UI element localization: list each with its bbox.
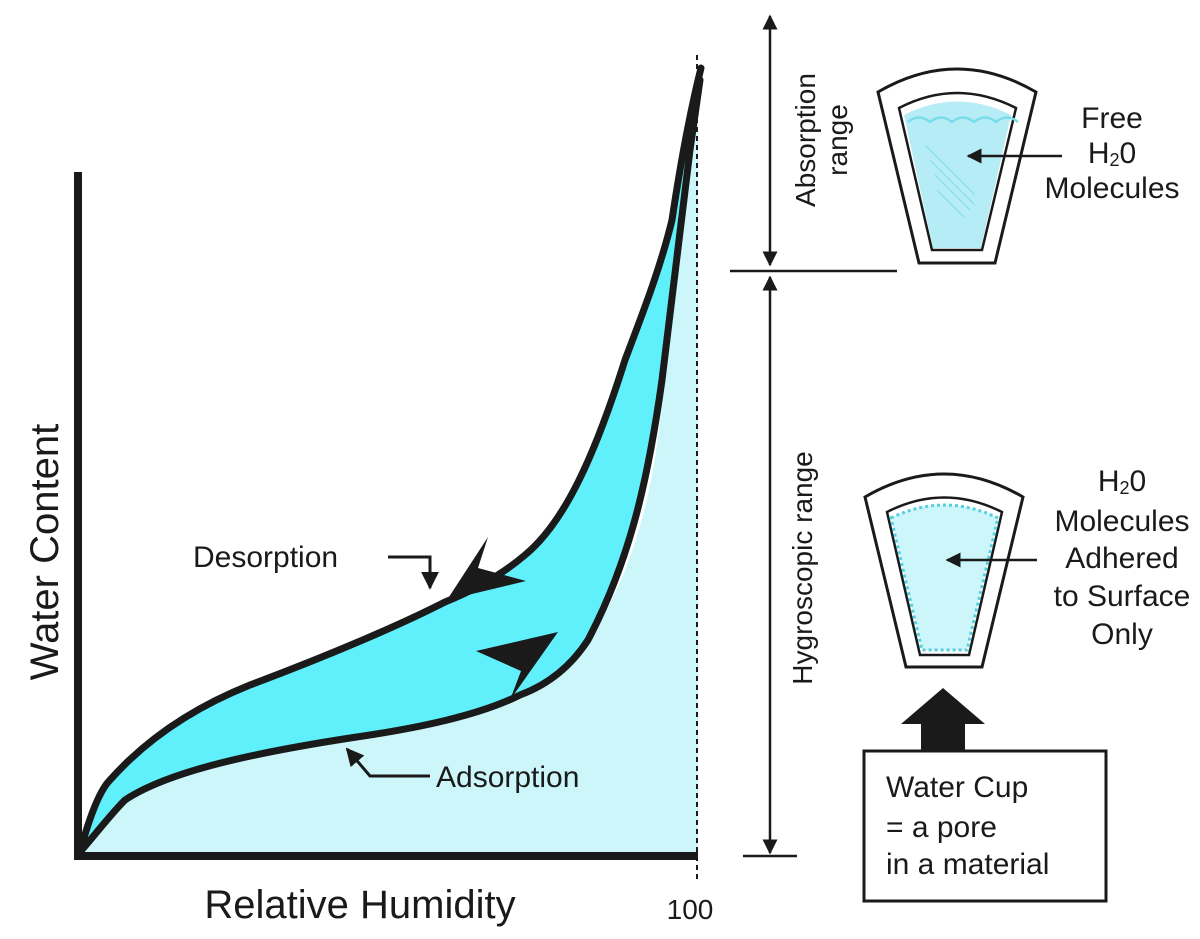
water-surface-waves — [907, 116, 1019, 124]
free-water-label-line1: Free — [1081, 102, 1143, 135]
hygroscopic-range-label: Hygroscopic range — [787, 451, 818, 684]
absorption-range-label-line2: range — [822, 104, 853, 176]
free-water-label-line3: Molecules — [1044, 172, 1179, 205]
adhered-water-label-line4: to Surface — [1054, 580, 1191, 613]
adsorption-callout-arrow — [345, 747, 430, 778]
water-cup-legend-box — [862, 749, 1108, 903]
y-axis-label: Water Content — [23, 424, 67, 680]
legend-line1: Water Cup — [886, 771, 1028, 804]
desorption-callout-arrow — [388, 555, 439, 590]
adsorption-curve — [76, 76, 704, 856]
adsorption-direction-arrow — [476, 632, 558, 700]
adhered-water-label-line1: H20 — [1098, 465, 1146, 498]
adhered-water-fill — [889, 503, 1000, 652]
hysteresis-area — [80, 68, 701, 850]
adhered-water-label-line5: Only — [1091, 618, 1153, 651]
desorption-label: Desorption — [193, 541, 338, 574]
desorption-direction-arrow — [447, 537, 526, 600]
adsorption-label: Adsorption — [436, 761, 579, 794]
x-axis-label: Relative Humidity — [204, 883, 515, 927]
adhered-water-cup — [863, 472, 1025, 669]
desorption-curve — [76, 64, 705, 856]
x-100-tick-label: 100 — [667, 894, 714, 925]
under-curve-area — [78, 90, 698, 856]
absorption-range-label-line1: Absorption — [790, 73, 821, 207]
adhered-water-label-line2: Molecules — [1054, 505, 1189, 538]
legend-line2: = a pore — [886, 811, 997, 844]
free-water-label-line2: H20 — [1088, 137, 1136, 170]
free-water-cup — [876, 67, 1038, 265]
pore-indicator-block-arrow — [901, 688, 985, 751]
free-water-fill — [904, 101, 1011, 248]
legend-line3: in a material — [886, 848, 1049, 881]
adhered-water-label-line3: Adhered — [1065, 542, 1178, 575]
